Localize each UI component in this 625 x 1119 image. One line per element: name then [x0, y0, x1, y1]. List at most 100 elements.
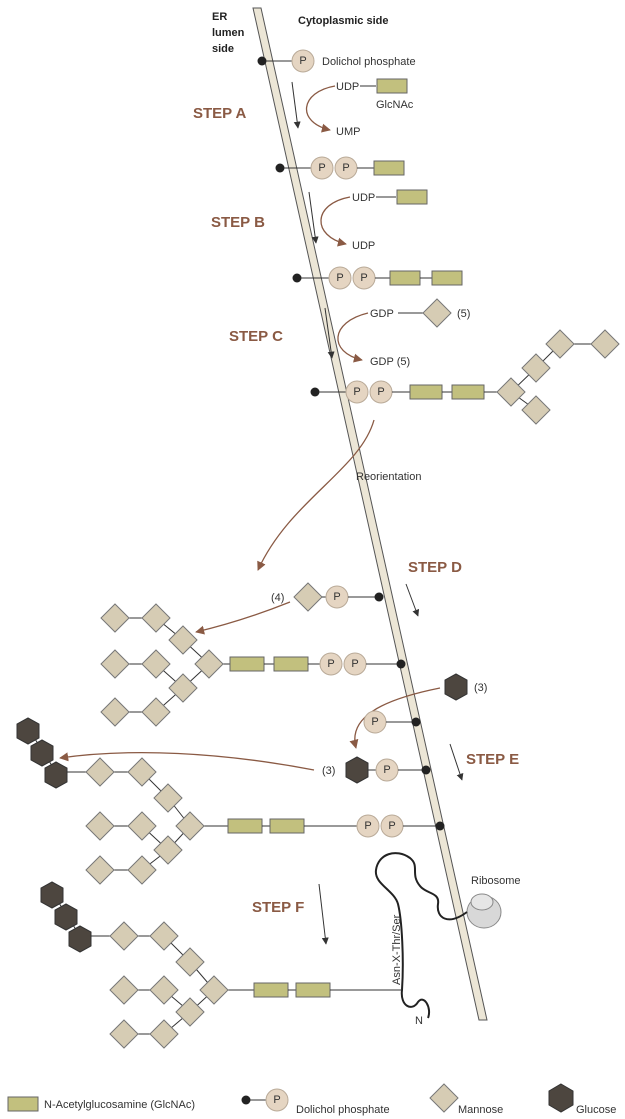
phosphate — [291, 49, 315, 73]
glcnac-block — [396, 189, 428, 205]
mannose-diamond — [85, 757, 115, 787]
er-lumen-label: ER lumen side — [212, 11, 247, 55]
row-dolp-empty: P — [363, 710, 421, 734]
glcnac-block — [409, 384, 443, 400]
glcnac-block — [431, 270, 463, 286]
step-label: STEP E — [466, 751, 519, 768]
phosphate — [310, 156, 334, 180]
row-dolpp-glcnac2-man9: P P — [100, 603, 406, 727]
mannose-diamond — [149, 1019, 179, 1049]
reorientation-label: Reorientation — [356, 471, 421, 483]
gdp-label: GDP — [370, 308, 394, 320]
mannose-diamond — [127, 757, 157, 787]
ump-label: UMP — [336, 126, 360, 138]
svg-text:P: P — [333, 591, 340, 603]
mannose-diamond — [175, 811, 205, 841]
svg-text:P: P — [388, 820, 395, 832]
mannose-diamond — [153, 835, 183, 865]
mannose-diamond — [175, 947, 205, 977]
mannose-diamond — [422, 298, 452, 328]
dolichol-anchor — [435, 821, 445, 831]
mannose-diamond — [127, 811, 157, 841]
ribosome — [466, 893, 502, 929]
mannose-diamond — [100, 603, 130, 633]
phosphate — [328, 266, 352, 290]
mannose-diamond — [85, 855, 115, 885]
mannose-diamond — [545, 329, 575, 359]
dolichol-anchor — [275, 163, 285, 173]
phosphate — [345, 380, 369, 404]
dolichol-anchor — [310, 387, 320, 397]
dolichol-anchor — [292, 273, 302, 283]
mannose-diamond — [175, 997, 205, 1027]
glucose-hexagon — [30, 739, 54, 767]
glcnac-block — [229, 656, 265, 672]
dolichol-anchor — [374, 592, 384, 602]
row-dolichol-phosphate: P Dolichol phosphate — [257, 49, 416, 73]
dolichol-anchor — [396, 659, 406, 669]
mannose-diamond — [100, 649, 130, 679]
glucose-hexagon — [444, 673, 468, 701]
mannose-diamond — [141, 697, 171, 727]
legend-mannose-label: Mannose — [458, 1104, 503, 1116]
row-protein-glycan — [40, 881, 402, 1049]
legend-mannose-swatch — [429, 1083, 459, 1113]
step-label: STEP A — [193, 105, 247, 122]
legend-glcnac-swatch — [7, 1096, 39, 1112]
glucose-hexagon — [44, 761, 68, 789]
legend-glucose-swatch — [548, 1083, 574, 1113]
count-label: (4) — [271, 592, 284, 604]
glcnac-block — [295, 982, 331, 998]
glcnac-block — [389, 270, 421, 286]
step-label: STEP F — [252, 899, 304, 916]
row-dolpp-glcnac2-man5: P P — [310, 329, 620, 425]
mannose-diamond — [141, 649, 171, 679]
phosphate — [319, 652, 343, 676]
mannose-diamond — [168, 673, 198, 703]
svg-text:P: P — [364, 820, 371, 832]
svg-text:P: P — [336, 272, 343, 284]
mannose-diamond — [168, 625, 198, 655]
cytoplasmic-side-label: Cytoplasmic side — [298, 15, 388, 27]
svg-text:P: P — [273, 1094, 280, 1106]
row-dolpp-glcnac: P P — [275, 156, 405, 180]
mannose-diamond — [521, 353, 551, 383]
phosphate — [356, 814, 380, 838]
mannose-diamond — [149, 921, 179, 951]
row-dolpp-glcnac2-man9-glc3: P P — [16, 717, 445, 885]
row-dolp-mannose: (4) P — [271, 582, 384, 612]
ribosome-label: Ribosome — [471, 875, 521, 887]
legend-glucose-label: Glucose — [576, 1104, 616, 1116]
glcnac-block — [273, 656, 309, 672]
svg-text:P: P — [371, 716, 378, 728]
n-terminus-label: N — [415, 1015, 423, 1027]
gdp-label: GDP (5) — [370, 356, 410, 368]
mannose-diamond — [199, 975, 229, 1005]
glcnac-block — [376, 78, 408, 94]
mannose-diamond — [109, 975, 139, 1005]
mannose-diamond — [149, 975, 179, 1005]
mannose-diamond — [85, 811, 115, 841]
glcnac-block — [253, 982, 289, 998]
dolichol-phosphate-label: Dolichol phosphate — [322, 56, 416, 68]
legend-dolichol-anchor — [241, 1095, 251, 1105]
count-label: (5) — [457, 308, 470, 320]
glucose-hexagon — [54, 903, 78, 931]
glucose-hexagon — [16, 717, 40, 745]
glucose-hexagon — [40, 881, 64, 909]
step-label: STEP C — [229, 328, 283, 345]
glcnac-block — [269, 818, 305, 834]
mannose-diamond — [293, 582, 323, 612]
nascent-polypeptide — [374, 852, 468, 1019]
glcnac-block — [451, 384, 485, 400]
mannose-diamond — [590, 329, 620, 359]
mannose-diamond — [109, 1019, 139, 1049]
svg-text:P: P — [327, 658, 334, 670]
step-label: STEP D — [408, 559, 462, 576]
svg-text:P: P — [351, 658, 358, 670]
count-label: (3) — [322, 765, 335, 777]
udp-label: UDP — [352, 240, 375, 252]
count-label: (3) — [474, 682, 487, 694]
dolichol-anchor — [421, 765, 431, 775]
